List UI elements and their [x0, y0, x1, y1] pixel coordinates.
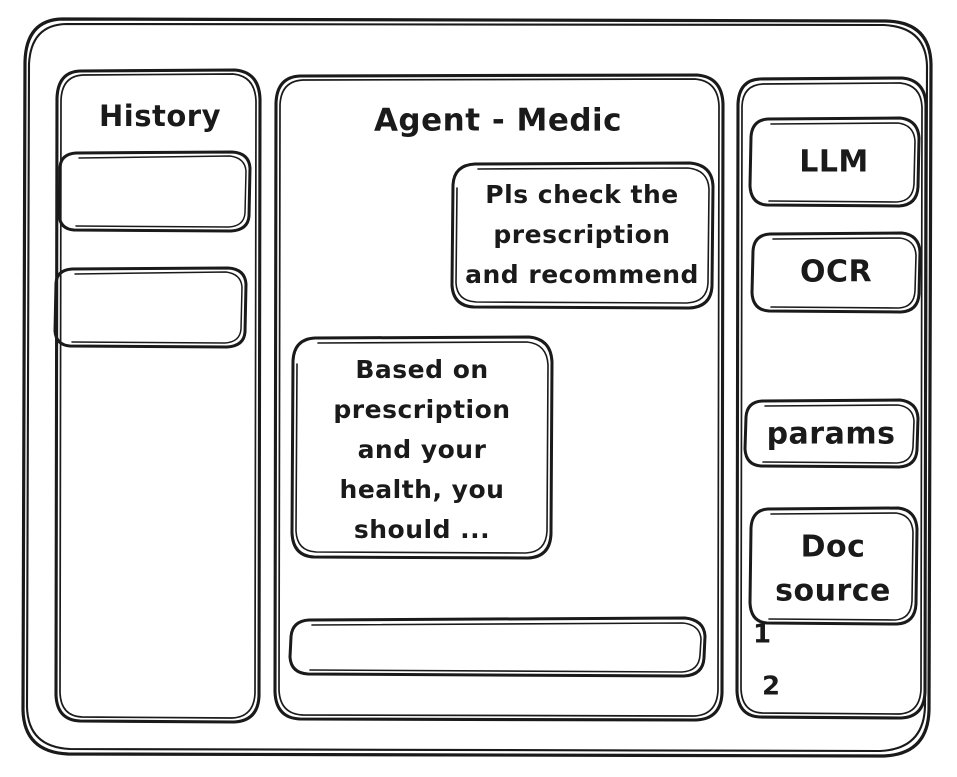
message-user-line-3: and recommend — [465, 260, 699, 289]
window-frame — [21, 17, 933, 758]
message-agent-line-5: should ... — [354, 515, 490, 544]
message-bubble-user: Pls check the prescription and recommend — [450, 161, 715, 310]
message-user-line-1: Pls check the — [485, 180, 678, 209]
message-input[interactable] — [288, 616, 707, 678]
history-item-2[interactable] — [53, 266, 248, 349]
agent-panel — [273, 73, 725, 722]
tool-button-ocr-label: OCR — [800, 255, 872, 290]
message-agent-line-4: health, you — [340, 475, 505, 504]
message-agent-line-2: prescription — [333, 395, 510, 424]
history-panel-title: History — [99, 99, 221, 133]
doc-source-entry-2-label: 2 — [762, 672, 781, 702]
tool-button-params[interactable]: params — [743, 398, 920, 469]
history-panel — [54, 68, 262, 724]
message-bubble-agent: Based on prescription and your health, y… — [290, 335, 554, 560]
history-item-1[interactable] — [57, 150, 252, 233]
tool-button-llm[interactable]: LLM — [748, 116, 921, 208]
message-agent-line-3: and your — [358, 435, 487, 464]
message-agent-line-1: Based on — [355, 355, 488, 384]
tool-button-llm-label: LLM — [799, 145, 869, 180]
tool-button-ocr[interactable]: OCR — [750, 231, 922, 314]
tools-panel — [735, 76, 928, 720]
doc-source-card[interactable]: Doc source — [748, 506, 919, 626]
doc-source-entry-1-label: 1 — [753, 620, 772, 650]
doc-source-line-1: Doc — [801, 530, 866, 565]
message-user-line-2: prescription — [493, 220, 670, 249]
doc-source-entry-1[interactable]: 1 — [753, 620, 772, 650]
doc-source-line-2: source — [775, 574, 891, 609]
doc-source-entry-2[interactable]: 2 — [762, 672, 781, 702]
agent-panel-title: Agent - Medic — [374, 103, 622, 139]
tool-button-params-label: params — [767, 417, 896, 452]
